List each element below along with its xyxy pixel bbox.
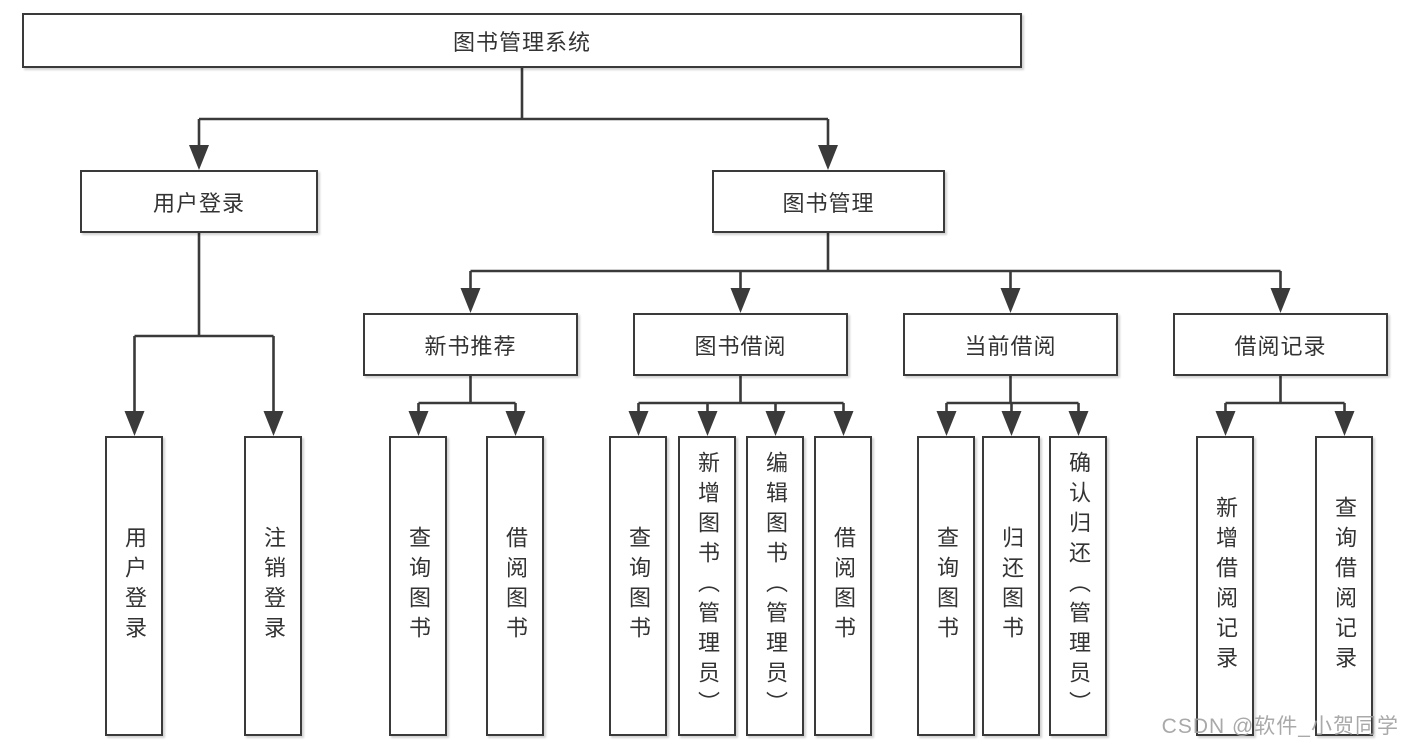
leaf-user-login: 用户登录: [105, 436, 163, 736]
leaf-label: 查询图书: [626, 526, 651, 646]
leaf-borrow-edit-books-admin: 编辑图书（管理员）: [746, 436, 804, 736]
leaf-label: 新增借阅记录: [1213, 496, 1238, 676]
leaf-label: 用户登录: [122, 526, 147, 646]
watermark-text: CSDN @软件_小贺同学: [1161, 715, 1399, 738]
leaf-label: 查询借阅记录: [1332, 496, 1357, 676]
leaf-current-confirm-return-admin: 确认归还（管理员）: [1049, 436, 1107, 736]
leaf-borrow-query-books: 查询图书: [609, 436, 667, 736]
node-user-login: 用户登录: [80, 170, 318, 233]
connector-segments: [133, 67, 1346, 416]
leaf-label: 查询图书: [406, 526, 431, 646]
leaf-records-query-record: 查询借阅记录: [1315, 436, 1373, 736]
node-root-system: 图书管理系统: [22, 13, 1022, 68]
leaf-newbook-query-books: 查询图书: [389, 436, 447, 736]
leaf-label: 新增图书（管理员）: [695, 451, 720, 721]
node-book-borrowing: 图书借阅: [633, 313, 848, 376]
leaf-newbook-borrow-books: 借阅图书: [486, 436, 544, 736]
leaf-label: 编辑图书（管理员）: [763, 451, 788, 721]
leaf-records-add-record: 新增借阅记录: [1196, 436, 1254, 736]
leaf-label: 归还图书: [999, 526, 1024, 646]
leaf-borrow-borrow-books: 借阅图书: [814, 436, 872, 736]
leaf-label: 确认归还（管理员）: [1066, 451, 1091, 721]
leaf-current-return-books: 归还图书: [982, 436, 1040, 736]
node-new-book-recommend: 新书推荐: [363, 313, 578, 376]
node-book-management: 图书管理: [712, 170, 945, 233]
node-borrow-records: 借阅记录: [1173, 313, 1388, 376]
leaf-borrow-add-books-admin: 新增图书（管理员）: [678, 436, 736, 736]
node-current-borrowing: 当前借阅: [903, 313, 1118, 376]
leaf-current-query-books: 查询图书: [917, 436, 975, 736]
leaf-label: 借阅图书: [503, 526, 528, 646]
leaf-label: 借阅图书: [831, 526, 856, 646]
leaf-label: 注销登录: [261, 526, 286, 646]
arrowhead-icons: [124, 145, 1355, 436]
leaf-label: 查询图书: [934, 526, 959, 646]
leaf-logout: 注销登录: [244, 436, 302, 736]
